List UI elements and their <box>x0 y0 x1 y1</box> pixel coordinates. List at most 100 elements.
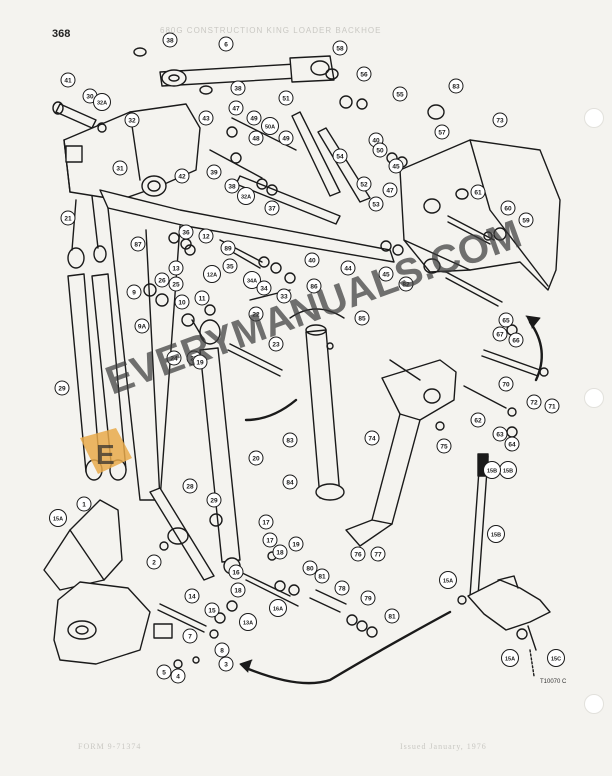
callout-circle <box>269 599 287 617</box>
callout-label: 70 <box>502 381 510 388</box>
callout-c32: 32 <box>124 112 140 128</box>
callout-circle <box>492 426 508 442</box>
callout-c81: 81 <box>314 568 330 584</box>
callout-label: 15B <box>503 468 513 474</box>
callout-circle <box>282 474 298 490</box>
callout-c73: 73 <box>492 112 508 128</box>
callout-label: 77 <box>374 551 382 558</box>
callout-c12a: 12A <box>203 265 221 283</box>
callout-circle <box>170 668 186 684</box>
callout-c47b: 47 <box>382 182 398 198</box>
callout-label: 65 <box>502 317 510 324</box>
bucket <box>399 139 561 291</box>
callout-label: 66 <box>512 337 520 344</box>
callout-circle <box>360 590 376 606</box>
callout-label: 86 <box>310 283 318 290</box>
callout-circle <box>302 560 318 576</box>
callout-c37: 37 <box>264 200 280 216</box>
callout-c83: 83 <box>448 78 464 94</box>
callout-label: 34A <box>247 278 257 284</box>
callout-label: 38 <box>166 37 174 44</box>
watermark-logo-shape <box>80 428 132 474</box>
watermark-logo-letter: E <box>96 439 115 470</box>
callout-circle <box>487 525 505 543</box>
callout-c40b: 40 <box>304 252 320 268</box>
callout-c65: 65 <box>498 312 514 328</box>
callout-circle <box>434 124 450 140</box>
callout-circle <box>268 336 284 352</box>
callout-circle <box>501 649 519 667</box>
callout-circle <box>261 117 279 135</box>
callout-c51: 51 <box>278 90 294 106</box>
callout-circle <box>378 266 394 282</box>
callout-circle <box>204 602 220 618</box>
callout-label: 2 <box>152 559 156 566</box>
callout-circle <box>93 93 111 111</box>
callout-c32b: 32A <box>237 187 255 205</box>
callout-label: 34 <box>260 285 268 292</box>
page-number: 368 <box>52 28 71 40</box>
callout-circle <box>239 613 257 631</box>
callout-label: 83 <box>452 83 460 90</box>
callout-c9: 9 <box>126 284 142 300</box>
callout-c59: 59 <box>518 212 534 228</box>
callout-c50a: 50A <box>261 117 279 135</box>
callout-c15b3: 15B <box>483 461 501 479</box>
callout-c61: 61 <box>470 184 486 200</box>
callout-c15b2: 15B <box>487 525 505 543</box>
callout-c54: 54 <box>332 148 348 164</box>
callout-c29: 29 <box>54 380 70 396</box>
callout-c53: 53 <box>368 196 384 212</box>
callout-c52: 52 <box>356 176 372 192</box>
callout-c20: 20 <box>248 450 264 466</box>
callout-circle <box>288 536 304 552</box>
callout-label: 22 <box>252 311 260 318</box>
callout-label: 73 <box>496 117 504 124</box>
callout-label: 1 <box>82 501 86 508</box>
callout-label: 82 <box>402 281 410 288</box>
callout-label: 63 <box>496 431 504 438</box>
callout-circle <box>272 544 288 560</box>
callout-label: 6 <box>224 41 228 48</box>
callout-label: 12A <box>207 272 217 278</box>
callout-label: 37 <box>268 205 276 212</box>
callout-label: 31 <box>116 165 124 172</box>
callout-c58: 58 <box>332 40 348 56</box>
callout-circle <box>224 178 240 194</box>
callout-c43: 43 <box>198 110 214 126</box>
callout-circle <box>483 461 501 479</box>
callout-label: 55 <box>396 91 404 98</box>
callout-c31: 31 <box>112 160 128 176</box>
callout-circle <box>500 200 516 216</box>
callout-label: 49 <box>282 135 290 142</box>
callout-circle <box>264 200 280 216</box>
callout-c26: 26 <box>154 272 170 288</box>
callout-circle <box>436 438 452 454</box>
callout-label: 81 <box>318 573 326 580</box>
callout-circle <box>228 564 244 580</box>
callout-circle <box>278 90 294 106</box>
callout-label: 44 <box>344 265 352 272</box>
callout-circle <box>134 318 150 334</box>
callout-circle <box>146 554 162 570</box>
callout-c2: 2 <box>146 554 162 570</box>
callout-circle <box>228 100 244 116</box>
callout-label: 18 <box>234 587 242 594</box>
callout-circle <box>214 642 230 658</box>
callout-circle <box>248 306 264 322</box>
callout-c34a: 34A <box>243 271 261 289</box>
callout-c13a: 13A <box>239 613 257 631</box>
callout-label: 40 <box>308 257 316 264</box>
callout-circle <box>544 398 560 414</box>
callout-c6: 6 <box>218 36 234 52</box>
callout-circle <box>350 546 366 562</box>
callout-circle <box>314 568 330 584</box>
callout-c42: 42 <box>174 168 190 184</box>
callout-circle <box>54 380 70 396</box>
callout-label: 15 <box>208 607 216 614</box>
callout-label: 7 <box>188 633 192 640</box>
callout-circle <box>388 158 404 174</box>
callout-label: 43 <box>202 115 210 122</box>
callout-circle <box>340 260 356 276</box>
